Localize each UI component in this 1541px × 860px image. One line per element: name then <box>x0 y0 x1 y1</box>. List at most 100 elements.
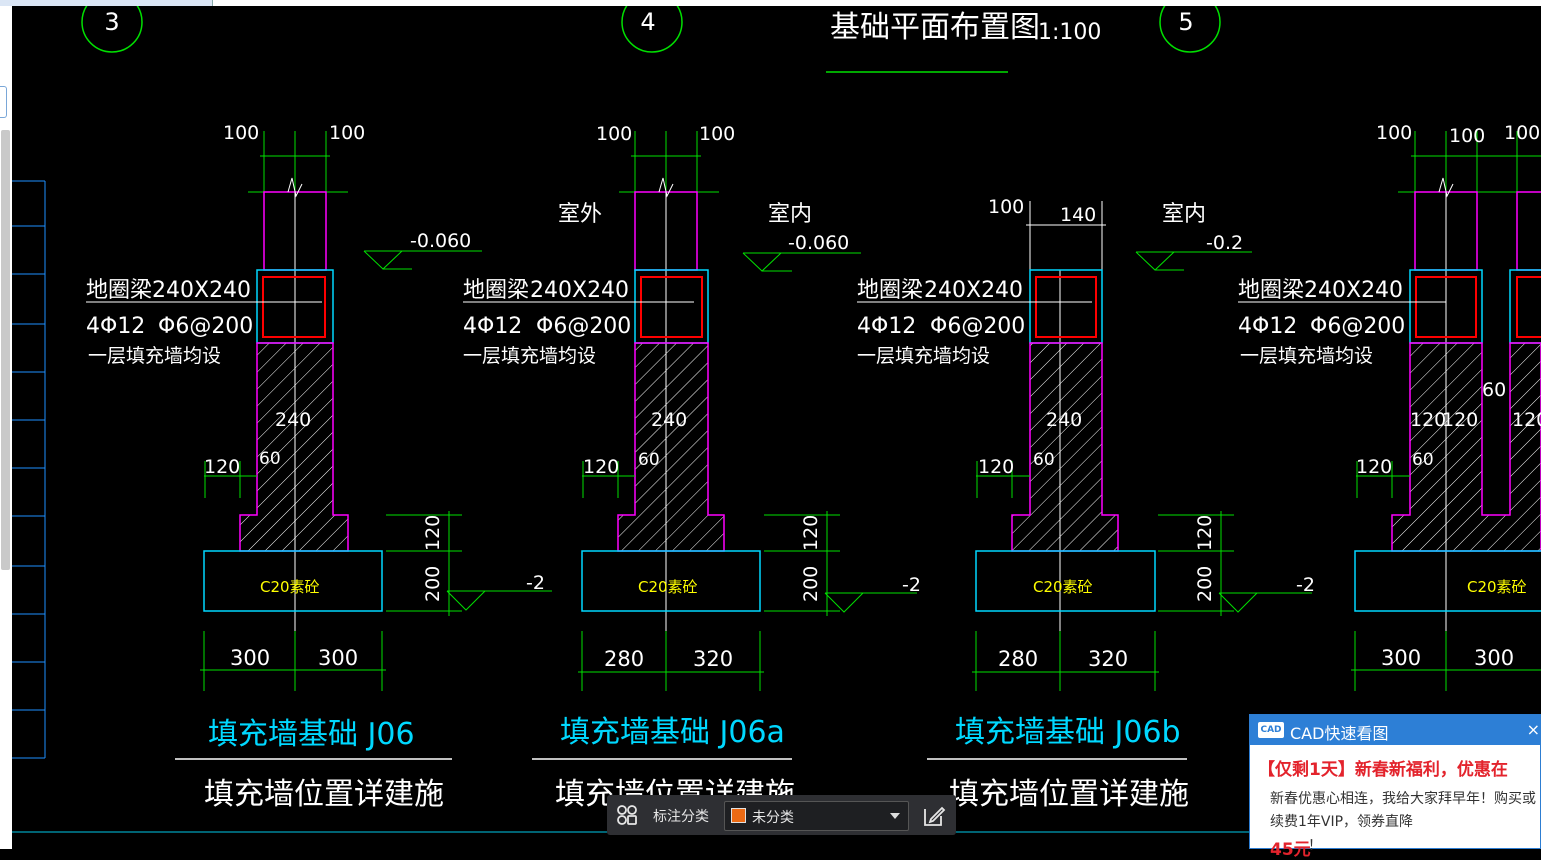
svg-text:100: 100 <box>223 122 259 144</box>
svg-text:100: 100 <box>988 196 1024 218</box>
popup-price: 45元 <box>1270 840 1311 860</box>
axis-bubble-5: 5 <box>1159 6 1221 53</box>
svg-text:300: 300 <box>1474 646 1514 670</box>
category-selected-value: 未分类 <box>752 810 794 826</box>
svg-text:240X240: 240X240 <box>530 278 629 303</box>
category-select[interactable]: 未分类 <box>724 801 909 831</box>
svg-text:一层填充墙均设: 一层填充墙均设 <box>88 345 221 367</box>
svg-text:-0.2: -0.2 <box>1206 232 1243 254</box>
color-swatch <box>731 808 746 823</box>
svg-text:240X240: 240X240 <box>1304 278 1403 303</box>
category-label: 标注分类 <box>653 809 709 825</box>
svg-text:300: 300 <box>318 646 358 670</box>
svg-text:填充墙位置详建施: 填充墙位置详建施 <box>204 777 444 812</box>
svg-text:一层填充墙均设: 一层填充墙均设 <box>1240 345 1373 367</box>
svg-text:280: 280 <box>604 647 644 671</box>
svg-text:60: 60 <box>259 449 281 469</box>
svg-text:C20素砼: C20素砼 <box>1467 578 1527 596</box>
cad-logo-icon: CAD <box>1258 722 1284 738</box>
svg-text:室外: 室外 <box>558 202 602 227</box>
drawing-title: 基础平面布置图 <box>830 10 1040 45</box>
side-panel-lines <box>12 180 46 759</box>
svg-text:-0.060: -0.060 <box>410 230 471 252</box>
left-panel-strip <box>0 6 12 849</box>
svg-text:C20素砼: C20素砼 <box>638 578 698 596</box>
svg-text:320: 320 <box>693 647 733 671</box>
svg-text:4Φ12: 4Φ12 <box>86 314 145 339</box>
svg-text:120: 120 <box>800 515 822 551</box>
svg-text:3: 3 <box>104 8 119 36</box>
svg-text:280: 280 <box>998 647 1038 671</box>
svg-text:4Φ12: 4Φ12 <box>857 314 916 339</box>
svg-text:240X240: 240X240 <box>152 278 251 303</box>
svg-text:120: 120 <box>422 515 444 551</box>
svg-text:5: 5 <box>1178 8 1193 36</box>
svg-text:120: 120 <box>1410 409 1446 431</box>
popup-headline[interactable]: 【仅剩1天】新春新福利，优惠在 <box>1258 760 1508 780</box>
drawing-scale: 1:100 <box>1038 20 1101 45</box>
detail-j06: 100 100 -0.060 地圈梁 240X240 4Φ12 Φ6@200 一… <box>86 122 552 812</box>
svg-text:300: 300 <box>1381 646 1421 670</box>
document-tab[interactable] <box>0 0 213 6</box>
svg-text:100: 100 <box>329 122 365 144</box>
svg-text:地圈梁: 地圈梁 <box>857 278 923 303</box>
detail-j06b: 100 140 室内 -0.2 地圈梁 240X240 4Φ12 Φ6@200 … <box>857 196 1315 812</box>
svg-text:Φ6@200: Φ6@200 <box>158 314 253 339</box>
svg-text:240X240: 240X240 <box>924 278 1023 303</box>
svg-text:120: 120 <box>1194 515 1216 551</box>
promo-popup: CAD CAD快速看图 × 【仅剩1天】新春新福利，优惠在 新春优惠心相连，我给… <box>1249 714 1541 860</box>
edit-icon[interactable] <box>921 803 947 829</box>
svg-text:Φ6@200: Φ6@200 <box>930 314 1025 339</box>
svg-text:4Φ12: 4Φ12 <box>463 314 522 339</box>
svg-text:-2: -2 <box>526 572 545 594</box>
svg-text:室内: 室内 <box>1162 202 1206 227</box>
svg-text:200: 200 <box>422 566 444 602</box>
svg-text:4: 4 <box>640 8 655 36</box>
svg-text:120: 120 <box>1442 409 1478 431</box>
panel-toggle[interactable] <box>0 86 7 118</box>
popup-title: CAD快速看图 <box>1290 724 1389 743</box>
drawing-title-block: 基础平面布置图 1:100 <box>826 10 1101 73</box>
svg-text:填充墙位置详建施: 填充墙位置详建施 <box>949 777 1189 812</box>
svg-text:室内: 室内 <box>768 202 812 227</box>
svg-text:320: 320 <box>1088 647 1128 671</box>
svg-text:地圈梁: 地圈梁 <box>1238 278 1304 303</box>
svg-text:60: 60 <box>1482 379 1506 401</box>
svg-text:-0.060: -0.060 <box>788 232 849 254</box>
svg-text:-2: -2 <box>902 574 921 596</box>
svg-text:200: 200 <box>800 566 822 602</box>
svg-text:60: 60 <box>1412 450 1434 470</box>
svg-text:填充墙基础 J06b: 填充墙基础 J06b <box>955 715 1181 750</box>
svg-text:Φ6@200: Φ6@200 <box>1310 314 1405 339</box>
svg-text:C20素砼: C20素砼 <box>260 578 320 596</box>
svg-text:一层填充墙均设: 一层填充墙均设 <box>857 345 990 367</box>
popup-header: CAD CAD快速看图 × <box>1250 715 1540 745</box>
svg-text:240: 240 <box>275 409 311 431</box>
svg-text:120: 120 <box>204 456 240 478</box>
detail-j06a: 100 100 室外 室内 -0.060 地圈梁 240X240 4Φ12 Φ6… <box>463 123 921 812</box>
svg-text:200: 200 <box>1194 566 1216 602</box>
axis-bubble-4: 4 <box>621 6 683 53</box>
svg-text:填充墙基础 J06: 填充墙基础 J06 <box>208 717 415 752</box>
svg-text:C20素砼: C20素砼 <box>1033 578 1093 596</box>
window-top-bar <box>0 0 1541 6</box>
detail-partial-right: 100 100 100 地圈梁 240X240 4Φ12 Φ6@200 一层填充… <box>1238 122 1541 691</box>
axis-bubble-3: 3 <box>81 6 143 53</box>
left-scrollbar[interactable] <box>1 130 10 570</box>
svg-text:地圈梁: 地圈梁 <box>86 278 152 303</box>
cad-drawing-canvas[interactable]: 基础平面布置图 1:100 3 4 5 100 100 -0.060 <box>12 6 1541 849</box>
svg-text:地圈梁: 地圈梁 <box>463 278 529 303</box>
svg-text:填充墙基础 J06a: 填充墙基础 J06a <box>560 715 785 750</box>
grid-icon[interactable] <box>615 803 639 827</box>
popup-price-suffix: ！ <box>1308 838 1322 854</box>
svg-text:100: 100 <box>1376 122 1412 144</box>
svg-text:100: 100 <box>1504 122 1540 144</box>
svg-text:Φ6@200: Φ6@200 <box>536 314 631 339</box>
popup-body: 新春优惠心相连，我给大家拜早年！购买或续费1年VIP，领券直降 <box>1270 791 1536 830</box>
svg-text:100: 100 <box>699 123 735 145</box>
svg-text:一层填充墙均设: 一层填充墙均设 <box>463 345 596 367</box>
close-icon[interactable]: × <box>1526 720 1540 739</box>
svg-text:4Φ12: 4Φ12 <box>1238 314 1297 339</box>
svg-text:60: 60 <box>638 450 660 470</box>
svg-text:300: 300 <box>230 646 270 670</box>
